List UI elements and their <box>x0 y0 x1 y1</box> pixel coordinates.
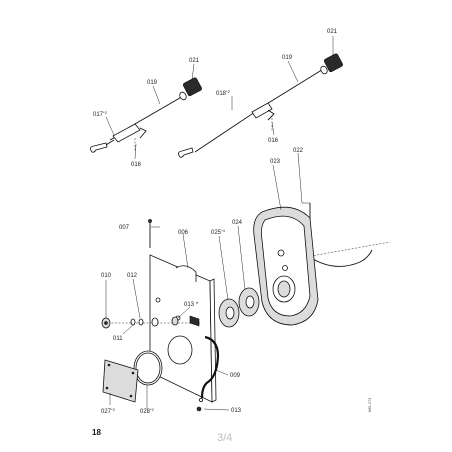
screw-013-upper <box>189 315 200 327</box>
label-025: 025*4 <box>211 228 226 236</box>
housing-group <box>218 203 391 328</box>
label-016-right: 016 <box>268 138 279 144</box>
cover-hole-2 <box>131 371 135 375</box>
label-019-left: 019 <box>147 80 158 86</box>
leader-lines <box>105 36 334 411</box>
cover-hole-3 <box>105 386 109 390</box>
bushing-013 <box>171 316 179 326</box>
plate-hole-small-1 <box>155 297 161 303</box>
screw-007-head <box>148 219 152 223</box>
label-018: 018*2 <box>216 89 231 97</box>
label-016-left: 016 <box>131 162 142 168</box>
part-labels: 021 019 017*2 016 021 019 018*2 016 023 … <box>93 29 338 415</box>
plug-021-left <box>182 77 202 97</box>
screw-013-lower <box>196 406 202 412</box>
terminal-clip-left <box>139 127 147 139</box>
cable-019-left <box>127 94 186 129</box>
housing-opening-inner <box>277 280 291 298</box>
page-number: 18 <box>92 428 101 437</box>
cable-009-end <box>198 397 203 402</box>
cover-hole-1 <box>107 363 111 367</box>
label-010: 010 <box>101 273 112 279</box>
cable-022-loop <box>299 249 373 267</box>
cover-group <box>102 350 163 403</box>
plug-ring-left <box>179 91 187 101</box>
plug-ring-right <box>320 65 328 75</box>
label-011: 011 <box>113 336 123 342</box>
gasket-028-inner <box>135 352 161 384</box>
label-022: 022 <box>293 148 304 154</box>
cable-019-right <box>264 67 326 106</box>
cable-assembly-left <box>90 77 202 153</box>
label-007: 007 <box>119 225 130 231</box>
terminal-sleeve-right <box>251 102 273 119</box>
label-024: 024 <box>232 220 243 226</box>
plug-021-right <box>323 53 343 73</box>
label-013-upper: 013* <box>184 302 199 308</box>
housing-bolt-2 <box>282 265 288 271</box>
label-012: 012 <box>127 273 138 279</box>
label-019-right: 019 <box>282 55 293 61</box>
label-021-right: 021 <box>327 29 338 35</box>
label-023: 023 <box>270 159 281 165</box>
label-027: 027*2 <box>101 407 116 415</box>
nut-010-hole <box>104 321 108 325</box>
terminal-sleeve-left <box>112 123 141 143</box>
cable-assembly-right <box>178 53 343 158</box>
ring-terminal-018 <box>178 147 194 158</box>
housing-bolt-1 <box>277 249 285 257</box>
page-count: 3/4 <box>217 432 232 444</box>
label-021-left: 021 <box>189 58 200 64</box>
cable-018-right <box>194 109 259 153</box>
label-013-lower: 013 <box>231 408 242 414</box>
cover-hole-4 <box>129 394 133 398</box>
label-028: 028*2 <box>140 407 155 415</box>
mounting-plate-006 <box>149 254 213 403</box>
washer-011 <box>130 318 136 326</box>
gasket-025-hole <box>225 306 235 320</box>
label-017: 017*2 <box>93 110 108 118</box>
washer-012b <box>151 317 159 327</box>
label-009: 009 <box>230 373 241 379</box>
cover-plate-027 <box>102 359 139 403</box>
cable-009 <box>200 335 220 399</box>
drawing-reference: M61-X73 <box>368 398 372 412</box>
label-006: 006 <box>178 230 189 236</box>
washer-012a <box>138 318 144 326</box>
terminal-clip-right <box>267 109 275 121</box>
plate-hole <box>167 335 193 365</box>
ring-terminal-017 <box>90 142 108 153</box>
plate-flange <box>175 265 197 282</box>
terminal-neck-left <box>105 139 115 146</box>
mounting-plate-group <box>101 219 220 412</box>
gasket-024-hole <box>245 295 255 309</box>
axis-dashed <box>299 241 391 259</box>
